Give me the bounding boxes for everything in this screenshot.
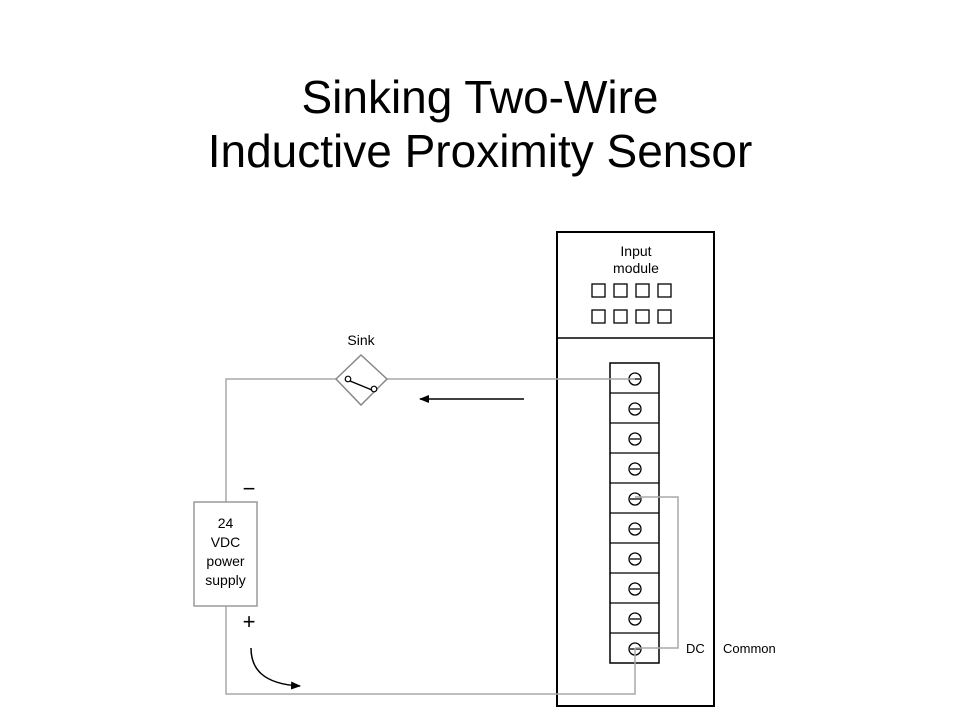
sensor-switch-contact-right [370, 385, 378, 393]
input-module-box [556, 231, 715, 707]
supply-minus-sign: − [243, 476, 256, 501]
sensor-label: Sink [347, 332, 375, 348]
indicator-lights [591, 283, 672, 324]
slide-title: Sinking Two-Wire Inductive Proximity Sen… [0, 70, 960, 178]
dc-label: DC [686, 641, 705, 656]
terminals [610, 372, 659, 656]
indicator-square [635, 309, 650, 324]
sink-sensor [334, 353, 389, 407]
power-supply-line1: 24 [218, 515, 234, 531]
indicator-square [591, 309, 606, 324]
indicator-square [613, 309, 628, 324]
sensor-switch-contact-left [344, 375, 352, 383]
indicator-square [657, 283, 672, 298]
sensor-switch-blade [349, 380, 373, 391]
supply-plus-sign: + [243, 609, 256, 634]
indicator-square [657, 309, 672, 324]
input-module-label-line1: Input [620, 243, 651, 259]
indicator-square [613, 283, 628, 298]
power-supply-line4: supply [205, 572, 245, 588]
common-label: Common [723, 641, 776, 656]
current-arrow-curve [250, 647, 301, 690]
title-line-1: Sinking Two-Wire [301, 71, 659, 123]
wire-supply-plus-to-common [225, 606, 636, 695]
input-module-label-line2: module [613, 260, 659, 276]
power-supply-line3: power [206, 553, 244, 569]
wiring [225, 378, 679, 695]
indicator-square [591, 283, 606, 298]
power-supply-box [193, 501, 258, 607]
wire-sensor-to-supply-minus [225, 378, 336, 502]
indicator-square [635, 283, 650, 298]
title-line-2: Inductive Proximity Sensor [207, 125, 753, 177]
wire-terminal-jumper [635, 496, 679, 649]
power-supply-line2: VDC [211, 534, 241, 550]
sensor-diamond [334, 353, 389, 407]
